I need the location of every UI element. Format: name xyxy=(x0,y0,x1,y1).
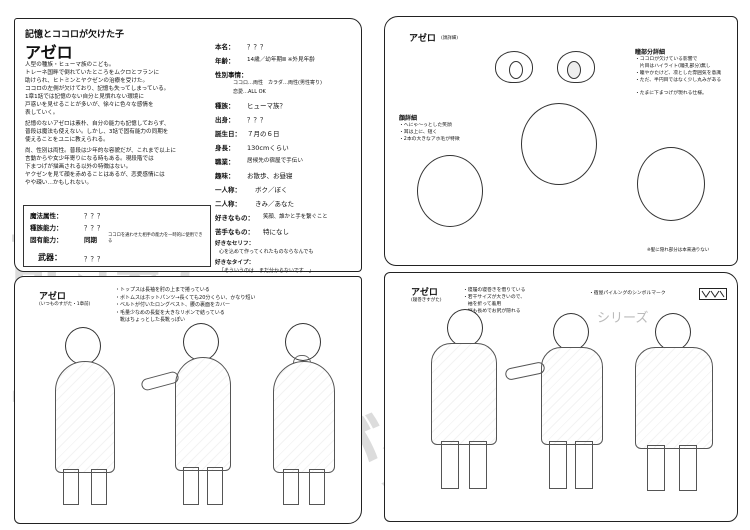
stat-value-unique: 同期 xyxy=(84,236,97,244)
series-text: シリーズ xyxy=(597,311,649,326)
head-sketch-left xyxy=(417,155,483,227)
profile-value: 「そういうのは…まだ分からないです…」 xyxy=(219,268,314,274)
bio-line: 使えることをユニに教えられる。 xyxy=(25,137,109,143)
face-note: ・2本の大きなアホ毛が特徴 xyxy=(399,137,460,142)
profile-label: 種族： xyxy=(215,102,235,110)
stat-value-weapon: ？？？ xyxy=(84,255,104,263)
profile-label: 本名： xyxy=(215,43,235,51)
profile-label: 二人称： xyxy=(215,200,241,208)
bio-line: 尚、性別は両性。普段は少年的な容貌だが、これまで以上に xyxy=(25,148,176,154)
profile-label: 出身： xyxy=(215,116,235,124)
bio-line: 人型の種族・ヒューマ族のこども。 xyxy=(25,62,115,68)
profile-label: 一人称： xyxy=(215,186,241,194)
bio-line: 助けられ、ヒトミンとヤクゼンの治療を受けた。 xyxy=(25,78,149,84)
profile-label: 趣味： xyxy=(215,172,235,180)
sleepwear-subtitle: (寝巻きすがた) xyxy=(411,298,442,303)
symbol-mark-icon xyxy=(699,285,727,304)
outfit-note: ・トップスは長袖を肘の上まで捲っている xyxy=(115,287,210,293)
eye-note: 片目はハイライト(瞳孔部分)無し xyxy=(635,64,711,69)
face-note: ・耳は上に、短く xyxy=(399,130,438,135)
profile-label: 苦手なもの： xyxy=(215,228,254,236)
profile-value: お散歩、お昼寝 xyxy=(247,172,293,180)
bio-line: ココロの左側が欠けており、記憶も失ってしまっている。 xyxy=(25,86,170,92)
outfit-note: ・ベルトが付いたロングベスト、腰の裏面をカバー xyxy=(115,302,231,308)
stats-box: 魔法属性： ？？？ 種族能力： ？？？ 固有能力： 同期 ココロを通わせた相手の… xyxy=(23,205,211,267)
lash-note: ・たまに下まつげが現れる仕様。 xyxy=(635,91,707,96)
eye-note: ・ココロが欠けている影響で xyxy=(635,57,698,62)
profile-value: 心を込めて作ってくれたものならなんでも xyxy=(219,249,314,255)
profile-label: 誕生日： xyxy=(215,130,241,138)
sleepwear-note: 袖を折って着用 xyxy=(463,302,502,307)
eye-note: ・瞳やかたけど、凛とした雰囲気を意識 xyxy=(635,71,722,76)
stat-note-unique: ココロを通わせた相手の能力を一時的に使用できる xyxy=(108,233,203,244)
bio-line: トレーネ国畔で倒れていたところをムクロとフランに xyxy=(25,70,160,76)
stat-label-magic: 魔法属性： xyxy=(30,212,63,220)
bio-line: 普段は魔法も使えない。しかし、3話で固有能力の同期を xyxy=(25,129,169,135)
profile-value: ボク／ぼく xyxy=(255,186,288,194)
outfit-notes: ・トップスは長袖を肘の上まで捲っている ・ボトムスはホットパンツ→長くても20分… xyxy=(115,287,255,325)
bio-line: やや疎い…かもしれない。 xyxy=(25,180,93,186)
head-sketch-center xyxy=(521,103,597,185)
stat-label-race-ability: 種族能力： xyxy=(30,224,63,232)
profile-label: 年齢： xyxy=(215,57,235,65)
sleepwear-panel: アゼロ (寝巻きすがた) ・寝履の寝巻きを借りている ・若干サイズが大きいので、… xyxy=(384,272,738,522)
eye-note: ・ただ、半円目ではなく少し丸みがある xyxy=(635,78,722,83)
profile-value: 特になし xyxy=(263,228,289,236)
eye-notes-title: 瞳部分詳細 xyxy=(635,49,666,56)
bio-text: 人型の種族・ヒューマ族のこども。 トレーネ国畔で倒れていたところをムクロとフラン… xyxy=(25,61,207,187)
profile-label: 好きなセリフ： xyxy=(215,241,255,247)
outfit-panel: アゼロ (いつものすがた・1章前) ・トップスは長袖を肘の上まで捲っている ・ボ… xyxy=(14,276,362,524)
profile-value: きみ／あなた xyxy=(255,200,294,208)
outfit-note: ・毛量少なめの長髪を大きなリボンで結っている xyxy=(115,309,225,316)
face-notes-title: 顔詳細 xyxy=(399,115,418,122)
sleepwear-note: ・寝履の寝巻きを借りている xyxy=(463,288,526,293)
bio-line: 1章1話では記憶のない自分と見慣れない環境に xyxy=(25,94,144,100)
stat-value-magic: ？？？ xyxy=(84,212,104,220)
profile-value: ヒューマ族？ xyxy=(247,102,286,110)
outfit-note: ・ボトムスはホットパンツ→長くても20分くらい、かなり短い xyxy=(115,294,256,301)
profile-card: 記憶とココロが欠けた子 アゼロ 人型の種族・ヒューマ族のこども。 トレーネ国畔で… xyxy=(14,18,362,274)
bio-line: ヤクゼンを見て顔を赤めることはあるが、恋愛感情には xyxy=(25,172,165,178)
sleepwear-notes: ・寝履の寝巻きを借りている ・若干サイズが大きいので、 袖を折って着用 ・裾も長… xyxy=(463,287,525,315)
profile-value: 14歳／幼年期Ⅲ ※外見年齢 xyxy=(247,57,315,63)
symbol-mark-note: ・宿屋パイルングのシンボルマーク xyxy=(589,291,666,296)
face-note: ・へにゃ～っとした笑顔 xyxy=(399,123,452,128)
profile-value: 居候先の宿屋で手伝い xyxy=(247,158,303,164)
character-name: アゼロ xyxy=(25,43,73,62)
face-subtitle: (顔詳細) xyxy=(441,36,459,41)
sleepwear-note: ・裾も長めでお尻が隠れる xyxy=(463,309,521,314)
hair-note: ※髪に隠れ部分は本来通りない xyxy=(647,248,710,253)
profile-label: 性別事情： xyxy=(215,71,248,79)
sleepwear-note: ・若干サイズが大きいので、 xyxy=(463,295,526,300)
head-sketch-right xyxy=(637,147,705,221)
stat-value-race-ability: ？？？ xyxy=(84,224,104,232)
profile-value: ココロ…両性 カラダ…両性(男性寄り) xyxy=(233,80,322,86)
profile-value: 恋愛…ALL OK xyxy=(233,89,266,95)
stat-label-weapon: 武器： xyxy=(38,253,62,262)
face-title: アゼロ xyxy=(409,34,436,44)
profile-value: ？？？ xyxy=(247,116,267,124)
face-notes: ・へにゃ～っとした笑顔 ・耳は上に、短く ・2本の大きなアホ毛が特徴 xyxy=(399,122,460,143)
profile-label: 職業： xyxy=(215,158,235,166)
profile-label: 好きなもの： xyxy=(215,214,254,222)
bio-line: 戸惑いを見せることが多いが、徐々に色々な感情を xyxy=(25,102,154,108)
bio-line: 表していく。 xyxy=(25,110,59,116)
outfit-title: アゼロ xyxy=(39,292,66,302)
face-detail-panel: アゼロ (顔詳細) 瞳部分詳細 ・ココロが欠けている影響で 片目はハイライト(瞳… xyxy=(384,16,738,266)
sleepwear-title: アゼロ xyxy=(411,288,438,298)
profile-value: ７月の６日 xyxy=(247,130,280,138)
profile-label: 身長： xyxy=(215,144,235,152)
stat-label-unique: 固有能力： xyxy=(30,236,63,244)
profile-value: ？？？ xyxy=(247,43,267,51)
eye-notes: ・ココロが欠けている影響で 片目はハイライト(瞳孔部分)無し ・瞳やかたけど、凛… xyxy=(635,56,721,84)
outfit-note: 靴はちょっとした長靴っぽい xyxy=(115,317,186,323)
bio-line: 言動からや女少年寄りになる時もある。現段階では xyxy=(25,156,154,162)
profile-value: 笑顔、誰かと手を繋ぐこと xyxy=(263,214,328,220)
bio-line: 下まつげが描画される以外の特徴はない。 xyxy=(25,164,132,170)
outfit-subtitle: (いつものすがた・1章前) xyxy=(39,302,91,307)
card-heading: 記憶とココロが欠けた子 xyxy=(25,30,125,40)
bio-line: 記憶のないアゼロは素朴、自分の能力も記憶しておらず、 xyxy=(25,121,170,127)
profile-label: 好きなタイプ： xyxy=(215,260,255,266)
profile-value: 130cmくらい xyxy=(247,144,289,152)
